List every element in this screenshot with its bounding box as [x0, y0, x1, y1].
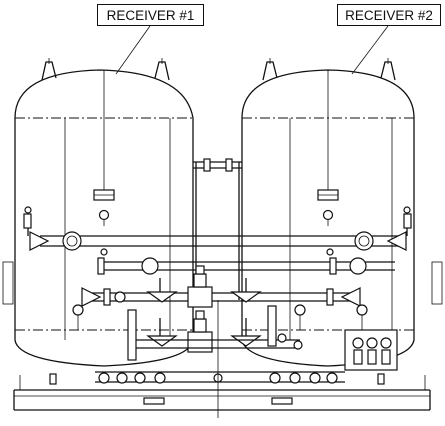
center-valve-station	[72, 265, 368, 361]
receiver-1-vessel	[2, 58, 194, 367]
control-panel	[344, 329, 398, 371]
main-header-pipe	[29, 231, 407, 251]
valve-header	[97, 248, 395, 275]
lower-header	[81, 287, 361, 307]
receiver-1-label: RECEIVER #1	[97, 4, 204, 26]
skid-base	[13, 300, 431, 418]
bottom-drain-manifold	[49, 371, 385, 385]
receiver-1-leader-line	[115, 25, 151, 75]
receiver-2-label: RECEIVER #2	[337, 4, 441, 26]
receiver-2-leader-line	[351, 25, 389, 75]
receiver-2-vessel	[241, 58, 443, 367]
